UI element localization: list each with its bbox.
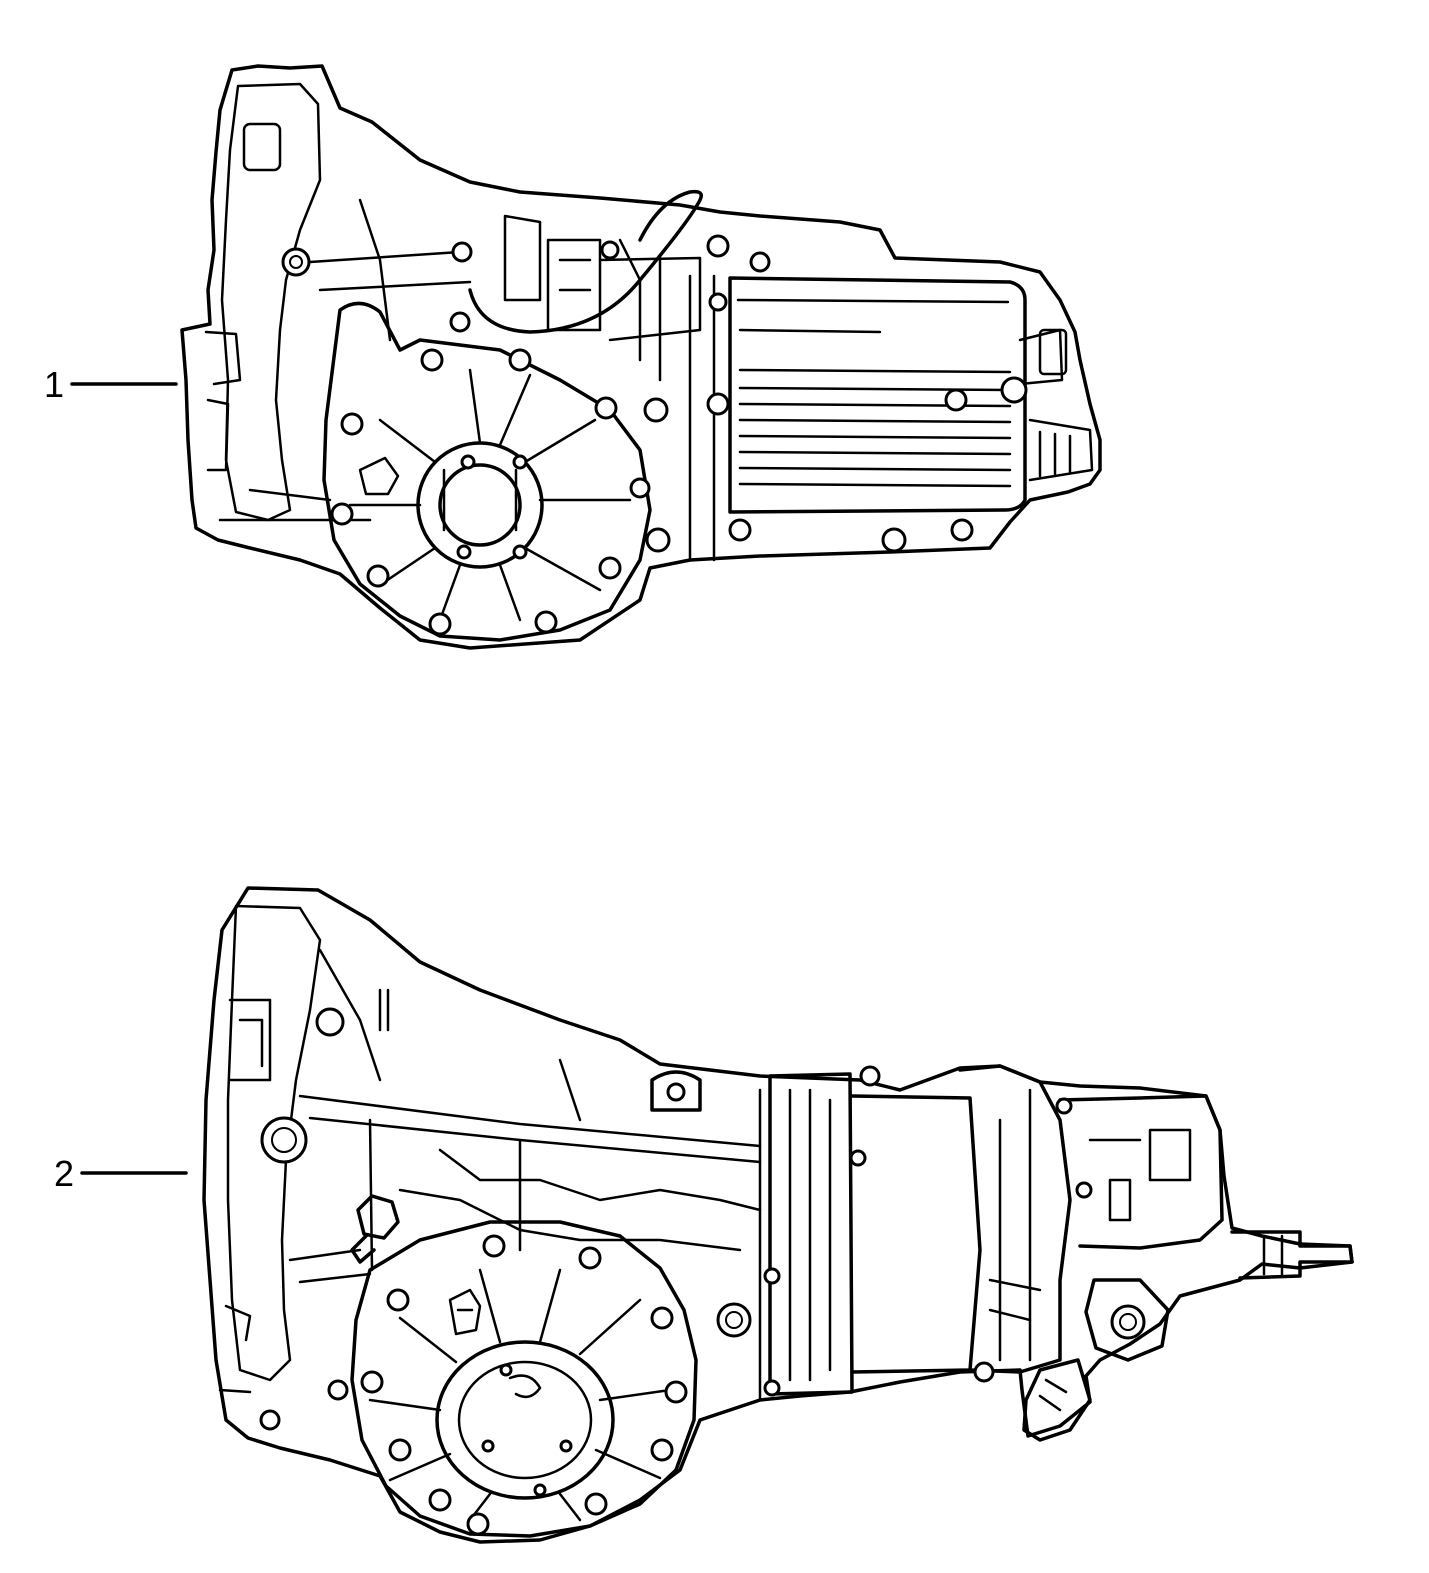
differential-flange	[322, 301, 652, 642]
housing-bolts-1	[281, 234, 1028, 636]
bell-window	[242, 122, 282, 172]
cooling-fins	[738, 368, 1012, 488]
callout-2-label: 2	[54, 1153, 74, 1194]
upper-lug	[650, 1070, 702, 1112]
bell-lip	[204, 330, 242, 386]
bell-housing-contour	[220, 82, 322, 522]
sensor-stud	[350, 1194, 400, 1264]
valve-body-block	[503, 214, 542, 302]
oil-pan-body	[728, 276, 1027, 514]
differential-flange-2	[350, 1220, 698, 1538]
rear-extension	[768, 1064, 1354, 1442]
transmission-1-drawing	[180, 64, 1102, 650]
bell-housing-2	[226, 904, 322, 1382]
bell-lip-lower	[206, 398, 230, 472]
transmission-2-outline	[202, 886, 1354, 1544]
housing-bolts-2	[259, 1065, 1093, 1536]
wiring-harness	[468, 189, 703, 334]
callout-1-label: 1	[44, 364, 64, 405]
callout-2[interactable]: 2	[54, 1153, 188, 1194]
transmission-2-drawing	[202, 886, 1354, 1544]
transmission-1-outline	[180, 64, 1102, 650]
callout-1[interactable]: 1	[44, 364, 178, 405]
